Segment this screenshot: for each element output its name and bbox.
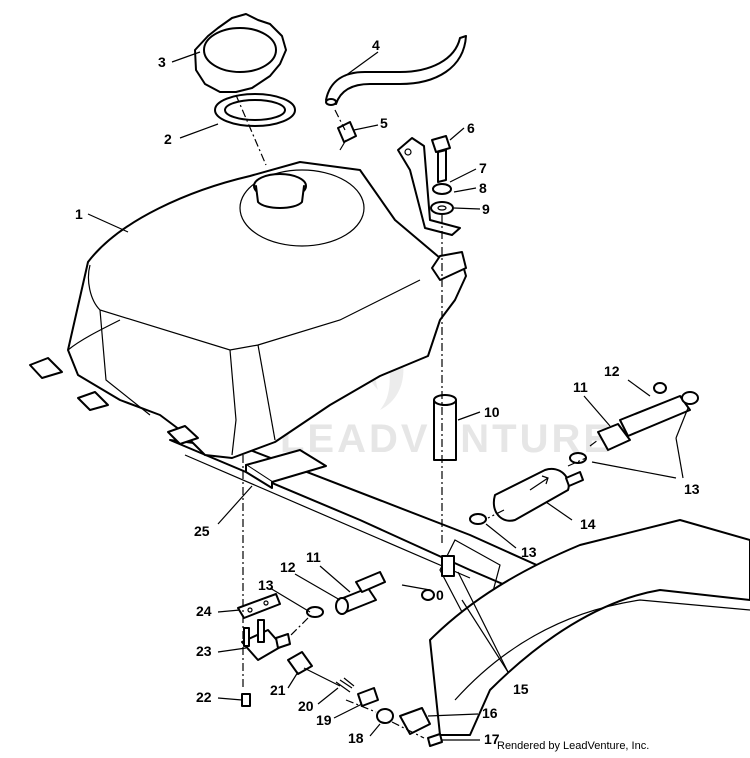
frame-tube	[429, 519, 750, 736]
callout-4: 4	[372, 37, 380, 53]
fuel-tank	[29, 161, 467, 459]
bolt-stack	[430, 135, 454, 215]
callout-23: 23	[196, 643, 212, 659]
credit-text: Rendered by LeadVenture, Inc.	[497, 740, 650, 752]
gasket	[214, 93, 296, 127]
vent-fitting	[337, 121, 357, 151]
callout-17: 17	[484, 731, 500, 747]
callout-3: 3	[158, 54, 166, 70]
fuel-filter	[492, 467, 584, 522]
callout-11-upper: 11	[573, 379, 588, 395]
valve-lever	[287, 651, 379, 707]
callout-8: 8	[479, 180, 487, 196]
knob-hardware	[376, 707, 443, 747]
callout-6: 6	[467, 120, 475, 136]
callout-9: 9	[482, 201, 490, 217]
mount-bracket	[397, 137, 467, 281]
callout-0: 0	[436, 587, 444, 603]
callout-20: 20	[298, 698, 314, 714]
callout-22: 22	[196, 689, 212, 705]
vent-hose	[325, 35, 467, 106]
tank-pad	[245, 449, 327, 489]
callout-16: 16	[482, 705, 498, 721]
fuel-valve	[237, 593, 291, 661]
callout-10: 10	[484, 404, 500, 420]
callout-5: 5	[380, 115, 388, 131]
callout-21: 21	[270, 682, 286, 698]
callout-1: 1	[75, 206, 83, 222]
fuel-cap	[194, 13, 287, 93]
leader-lines	[87, 51, 689, 741]
callout-18: 18	[348, 730, 364, 746]
callout-15: 15	[513, 681, 529, 697]
callout-13-mid: 13	[521, 544, 537, 560]
frame-grommet	[421, 555, 455, 601]
callout-2: 2	[164, 131, 172, 147]
callout-14: 14	[580, 516, 596, 532]
callout-13-upper: 13	[684, 481, 700, 497]
assembly-centerlines	[235, 94, 599, 739]
spacer	[433, 394, 457, 461]
screw	[241, 693, 251, 707]
callout-25: 25	[194, 523, 210, 539]
callout-12-lower: 12	[280, 559, 296, 575]
callout-24: 24	[196, 603, 212, 619]
callout-13-lower: 13	[258, 577, 274, 593]
callout-12-upper: 12	[604, 363, 620, 379]
callout-19: 19	[316, 712, 332, 728]
fuel-hose-upper	[597, 382, 699, 451]
callout-11-lower: 11	[306, 549, 321, 565]
hose-clamps	[306, 452, 587, 618]
fuel-hose-lower	[335, 571, 386, 615]
callout-labels: 1 2 3 4 5 6 7 8 9 10 11 12 13 14 13 15 2…	[75, 37, 700, 747]
callout-7: 7	[479, 160, 487, 176]
